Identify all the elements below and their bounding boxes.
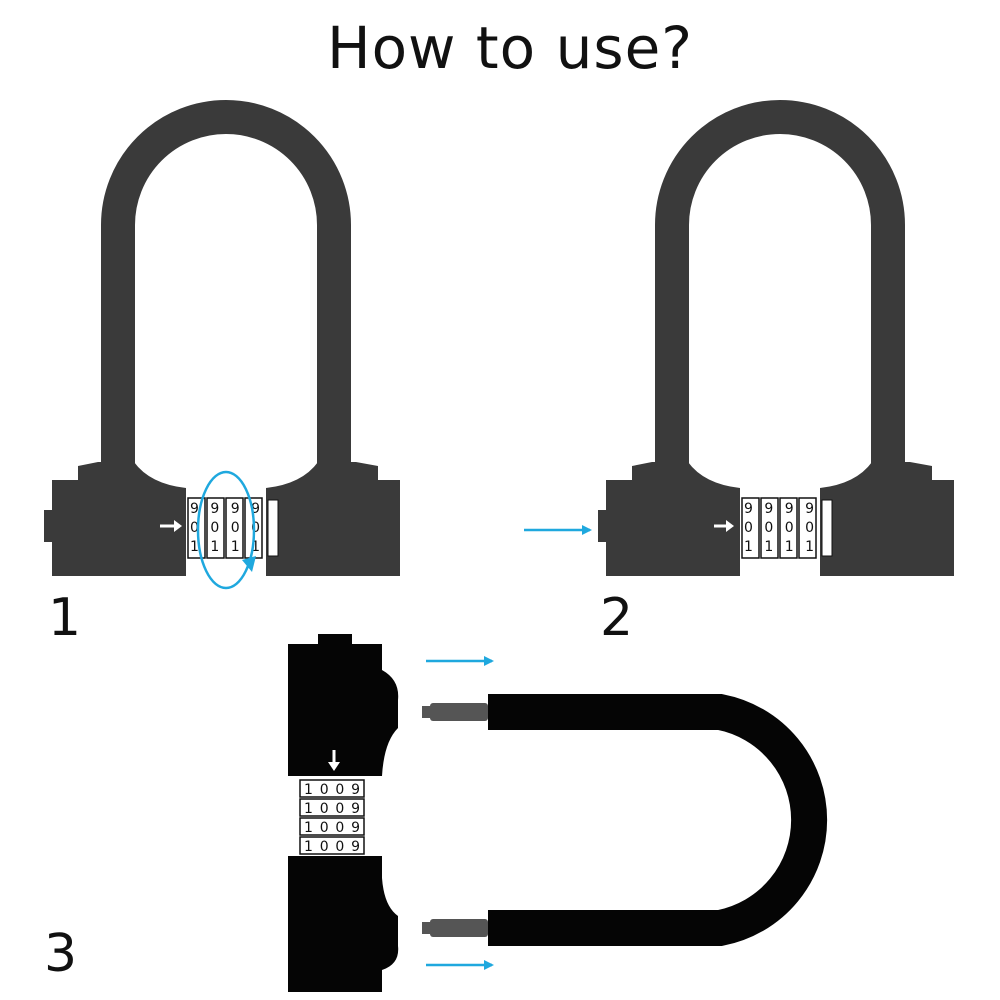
page-title: How to use? <box>326 14 694 82</box>
step1-left-housing <box>52 462 186 576</box>
step3-dial-assembly: 1009 1009 1009 1009 <box>296 778 374 869</box>
step3-shackle <box>488 694 828 946</box>
step2-dial-assembly: 9999 0000 1111 <box>740 496 833 562</box>
step1-side-button <box>44 510 54 542</box>
step2-left-housing <box>606 462 740 576</box>
step2-shackle <box>655 100 905 470</box>
step2-pointer-head-icon <box>726 520 734 532</box>
step3-lower-housing <box>288 856 399 992</box>
step1-shackle <box>101 100 351 470</box>
step1-right-housing <box>266 462 400 576</box>
step2-side-button <box>598 510 608 542</box>
step1-pointer-head-icon <box>174 520 182 532</box>
step1-rotate-ellipse-icon <box>196 470 256 590</box>
step3-shackle-pin-top <box>430 703 488 721</box>
step3-label: 3 <box>44 924 78 984</box>
step1-rotate-arrowhead-icon <box>242 556 256 572</box>
step2-lock: 9999 0000 1111 <box>524 100 954 576</box>
step3-pin-tip-top <box>422 706 432 718</box>
step3-pin-tip-bottom <box>422 922 432 934</box>
step2-label: 2 <box>600 588 634 648</box>
step3-lock: 1009 1009 1009 1009 <box>288 634 828 992</box>
step3-top-button <box>318 634 352 646</box>
step3-upper-housing <box>288 644 399 776</box>
step3-shackle-pin-bottom <box>430 919 488 937</box>
step2-right-housing <box>820 462 954 576</box>
step3-pointer-head-icon <box>328 762 340 771</box>
step1-lock: 9999 0000 1111 <box>44 100 400 590</box>
step1-label: 1 <box>48 588 82 648</box>
